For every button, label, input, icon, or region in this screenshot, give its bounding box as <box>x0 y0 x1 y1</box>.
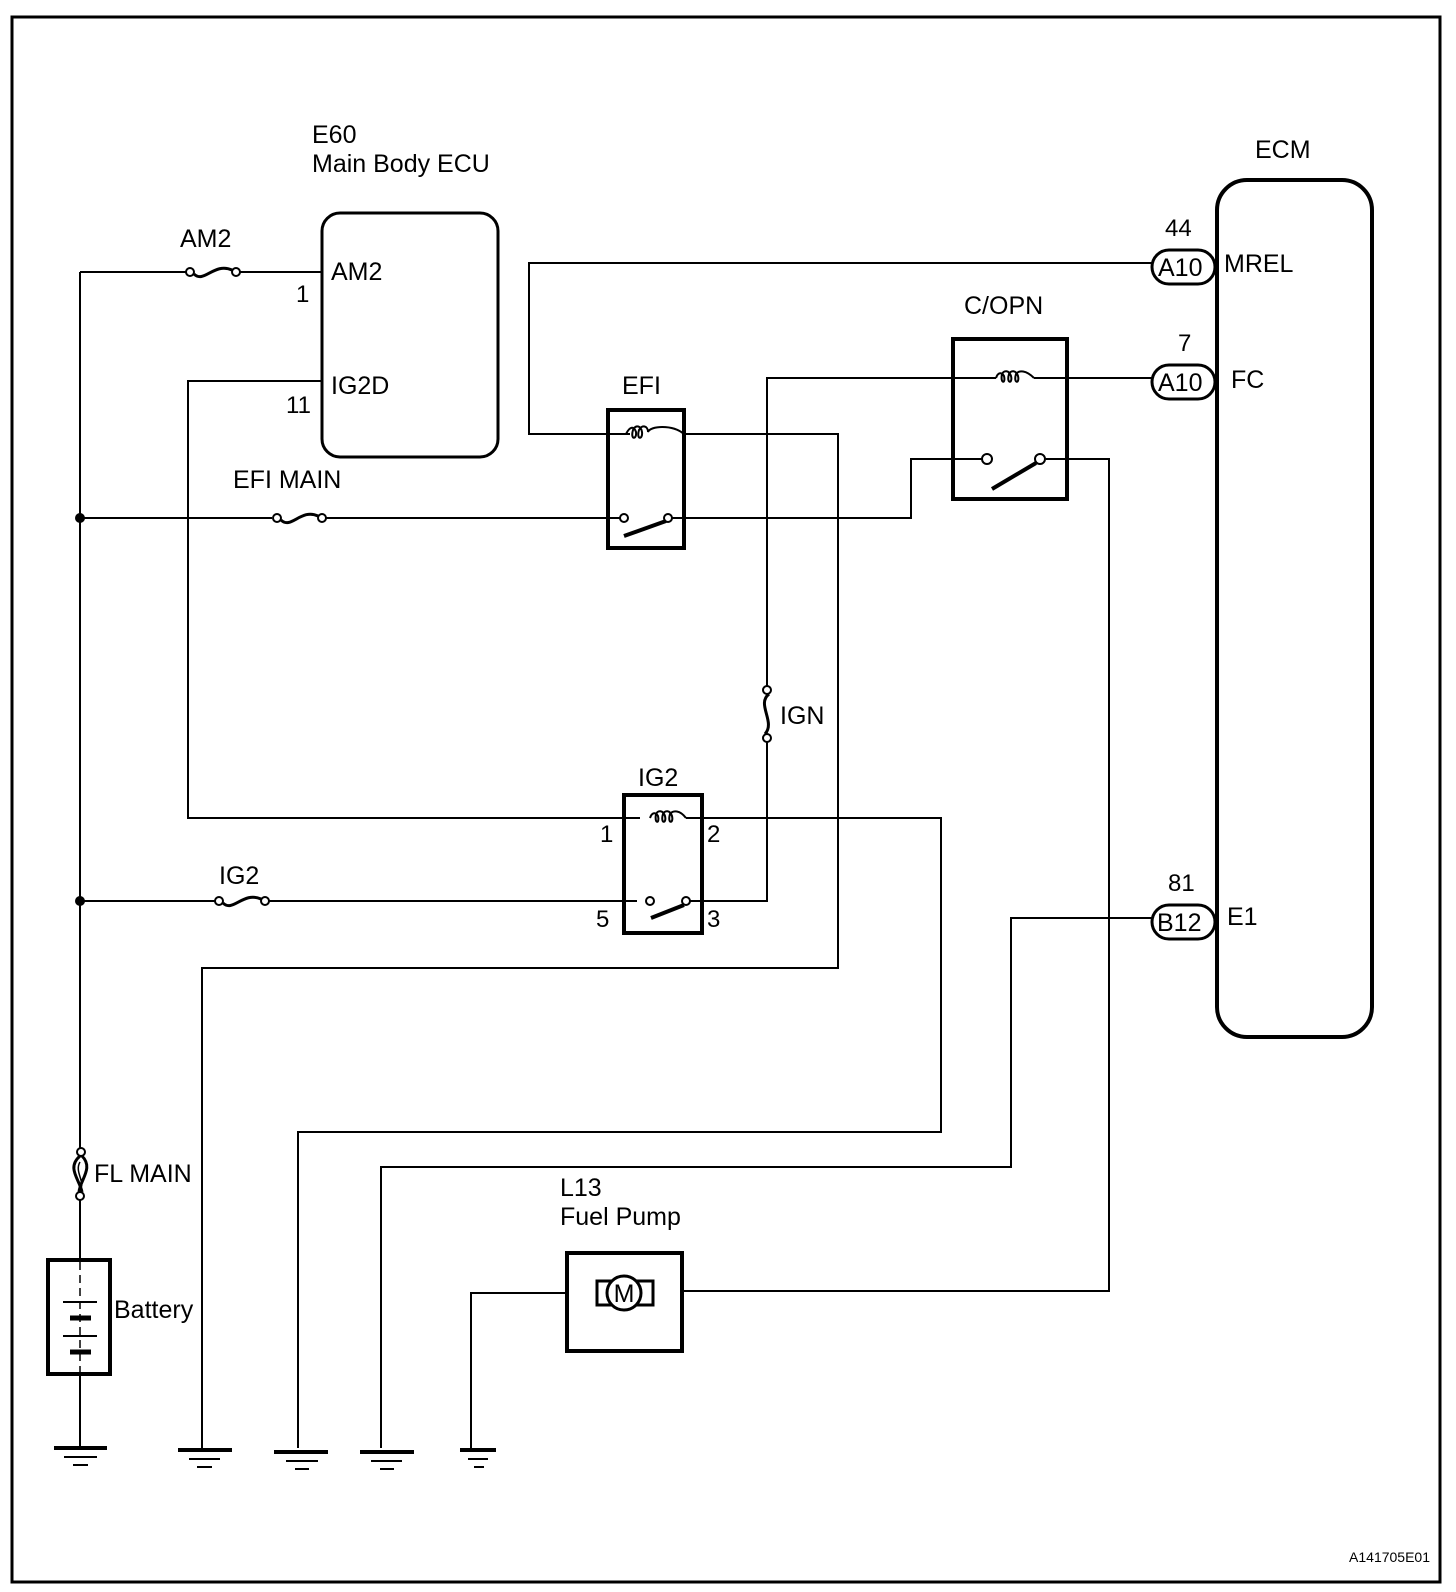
ecm-pin-mrel-number: 44 <box>1165 215 1192 242</box>
ground-icon <box>178 1448 232 1468</box>
relay-copn-icon <box>951 337 1069 501</box>
ecm-pin-e1-number: 81 <box>1168 870 1195 897</box>
wire-mrel-to-efi-coil <box>528 262 1152 435</box>
relay-efi-label: EFI <box>622 372 661 400</box>
fuse-fl-main-label: FL MAIN <box>94 1160 192 1188</box>
junction-dot <box>75 896 85 906</box>
fuel-pump-motor-icon <box>565 1251 684 1353</box>
ecm-pin-fc-name: FC <box>1231 366 1264 394</box>
fuse-ig2-icon <box>214 895 270 907</box>
fuel-pump-motor-symbol: M <box>614 1280 635 1308</box>
ecm-connector-b12-e1-label: B12 <box>1157 909 1201 937</box>
ecm-connector-a10-mrel-label: A10 <box>1158 254 1202 282</box>
ecm-box <box>1215 178 1374 1039</box>
ecm-pin-e1-name: E1 <box>1227 903 1258 931</box>
main-body-ecu-code: E60 <box>312 121 356 149</box>
ecm-pin-fc-number: 7 <box>1178 330 1191 357</box>
main-body-ecu-box <box>320 211 500 459</box>
ecm-connector-a10-fc-label: A10 <box>1158 369 1202 397</box>
junction-dot <box>75 513 85 523</box>
wires <box>79 262 1152 1448</box>
fuel-pump-name: Fuel Pump <box>560 1203 681 1231</box>
ecm-pin-mrel-name: MREL <box>1224 250 1294 278</box>
wire-ig2d-to-ig2-relay <box>187 380 640 819</box>
ecu-pin-am2-number: 1 <box>296 281 309 308</box>
relay-ig2-pin-5: 5 <box>596 906 609 933</box>
wire-ign-to-copn-coil <box>766 377 996 688</box>
fuse-efi-main-label: EFI MAIN <box>233 466 341 494</box>
fuse-ign-label: IGN <box>780 702 824 730</box>
fuse-ig2-label: IG2 <box>219 862 259 890</box>
relay-ig2-pin-3: 3 <box>707 906 720 933</box>
fuse-am2-label: AM2 <box>180 225 231 253</box>
fuse-ign-icon <box>762 685 772 743</box>
ecu-pin-ig2d-name: IG2D <box>331 372 389 400</box>
relay-ig2-label: IG2 <box>638 764 678 792</box>
wire-fuel-pump-ground <box>470 1292 567 1448</box>
main-body-ecu-name: Main Body ECU <box>312 150 490 178</box>
wire-ig2-to-ign <box>688 740 768 902</box>
wire-efi-coil-ground <box>201 433 839 1448</box>
ecu-pin-am2-name: AM2 <box>331 258 382 286</box>
relay-efi-icon <box>606 408 686 550</box>
ground-icon <box>360 1450 414 1470</box>
ecm-connector-b12-e1 <box>1150 903 1217 941</box>
battery-label: Battery <box>114 1296 194 1324</box>
ecm-connector-a10-fc <box>1150 363 1217 401</box>
ecm-connector-a10-mrel <box>1150 248 1217 286</box>
wire-e1-ground <box>380 917 1152 1448</box>
fuse-am2-icon <box>185 266 241 278</box>
fuse-efi-main-icon <box>272 512 327 524</box>
fuse-fl-main-icon <box>72 1147 89 1201</box>
ecm-label: ECM <box>1255 136 1311 164</box>
ground-icon <box>274 1450 328 1470</box>
wire-ig2-coil-ground <box>297 817 942 1448</box>
battery-icon <box>46 1258 112 1376</box>
figure-reference-code: A141705E01 <box>1349 1549 1430 1565</box>
relay-ig2-pin-2: 2 <box>707 821 720 848</box>
diagram-frame <box>10 15 1442 1584</box>
relay-ig2-pin-1: 1 <box>600 821 613 848</box>
relay-ig2-icon <box>622 793 704 935</box>
ground-icon <box>54 1446 107 1466</box>
wire-copn-to-fuel-pump <box>683 458 1110 1292</box>
fuel-pump-code: L13 <box>560 1174 602 1202</box>
ground-icon <box>460 1448 496 1468</box>
ecu-pin-ig2d-number: 11 <box>286 392 311 419</box>
wire-efi-to-copn <box>670 458 988 519</box>
relay-copn-label: C/OPN <box>964 292 1043 320</box>
